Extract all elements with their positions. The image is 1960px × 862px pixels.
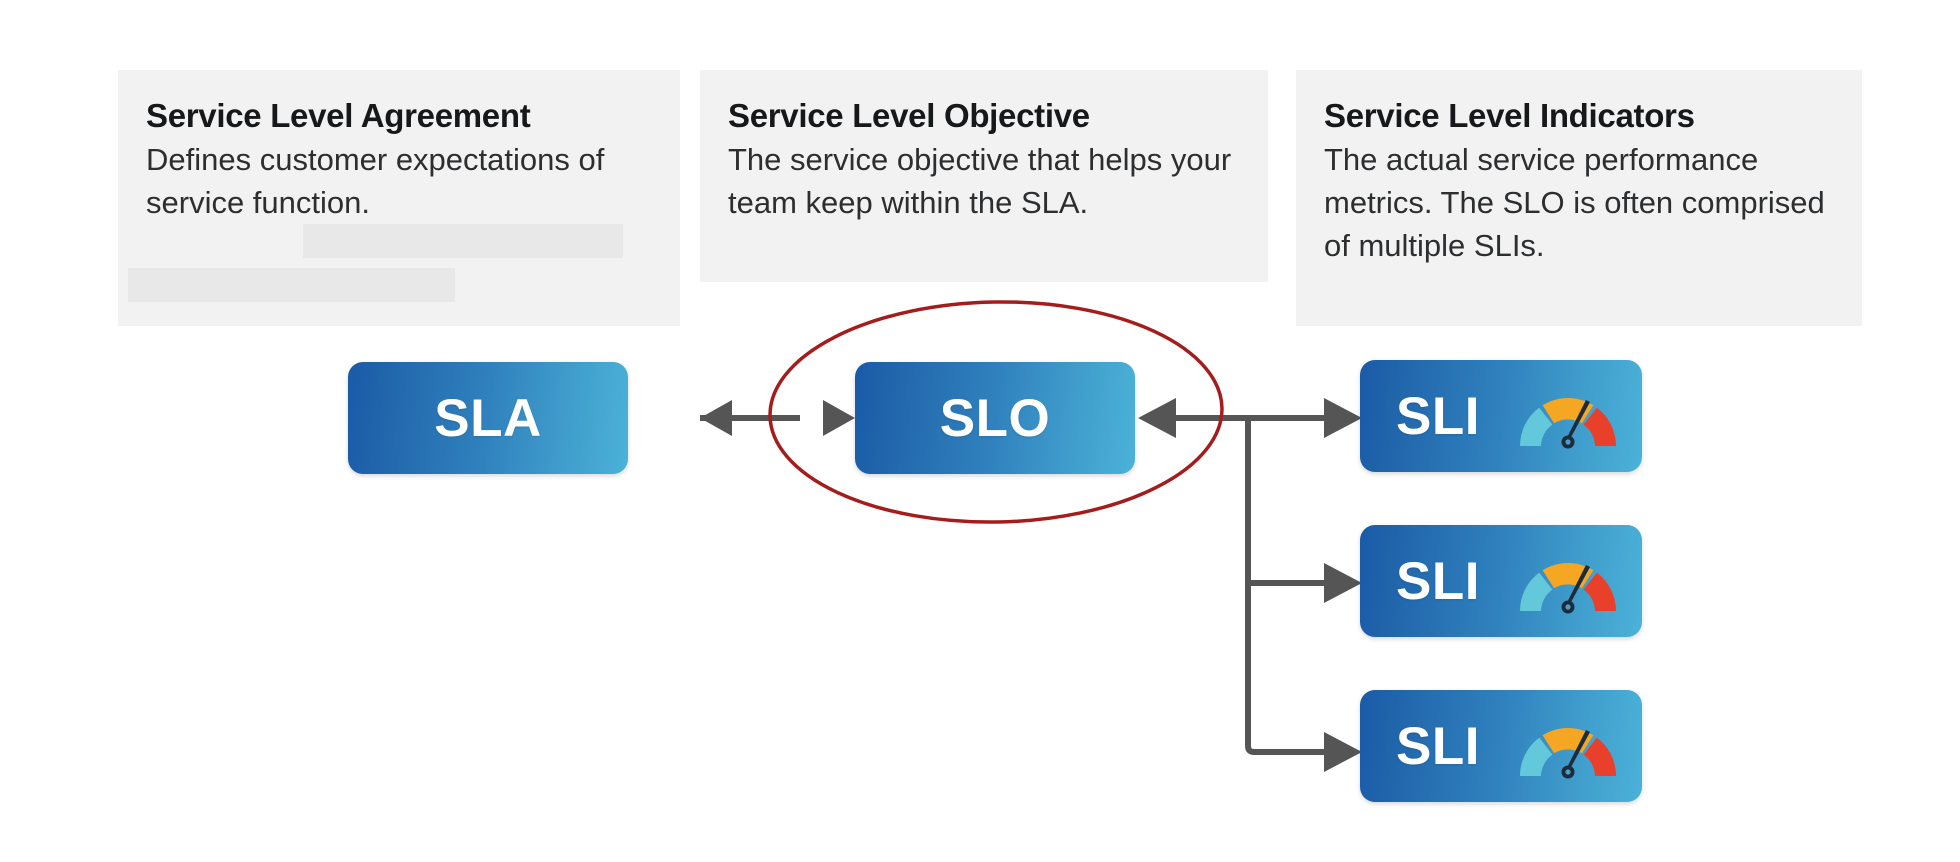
node-slo[interactable]: SLO (855, 362, 1135, 474)
panel-service-level-agreement: Service Level Agreement Defines customer… (118, 70, 680, 326)
node-sli-1-label: SLI (1396, 386, 1480, 446)
panel-service-level-objective: Service Level Objective The service obje… (700, 70, 1268, 282)
node-sla[interactable]: SLA (348, 362, 628, 474)
panel-body-slo: The service objective that helps your te… (728, 142, 1232, 220)
connector-branch-sli-1 (1248, 398, 1362, 438)
node-sli-3-label: SLI (1396, 716, 1480, 776)
node-sli-1[interactable]: SLI (1360, 360, 1642, 472)
node-sla-label: SLA (434, 388, 542, 448)
gauge-icon (1512, 545, 1624, 617)
panel-title-slo: Service Level Objective (728, 97, 1090, 134)
node-sli-3[interactable]: SLI (1360, 690, 1642, 802)
panel-body-sli: The actual service performance metrics. … (1324, 142, 1825, 263)
gauge-icon (1512, 710, 1624, 782)
gauge-icon (1512, 380, 1624, 452)
connector-slo-trunk (1138, 398, 1248, 438)
redacted-block-1 (303, 224, 623, 258)
connector-branch-sli-3 (1286, 732, 1362, 772)
connector-branch-sli-2 (1248, 563, 1362, 603)
connector-sla-slo (700, 400, 855, 436)
node-slo-label: SLO (939, 388, 1051, 448)
panel-title-sla: Service Level Agreement (146, 97, 531, 134)
panel-title-sli: Service Level Indicators (1324, 97, 1695, 134)
redacted-block-2 (128, 268, 455, 302)
panel-body-sla: Defines customer expectations of service… (146, 142, 605, 220)
node-sli-2-label: SLI (1396, 551, 1480, 611)
panel-service-level-indicators: Service Level Indicators The actual serv… (1296, 70, 1862, 326)
connector-trunk-vertical (1245, 418, 1290, 755)
node-sli-2[interactable]: SLI (1360, 525, 1642, 637)
